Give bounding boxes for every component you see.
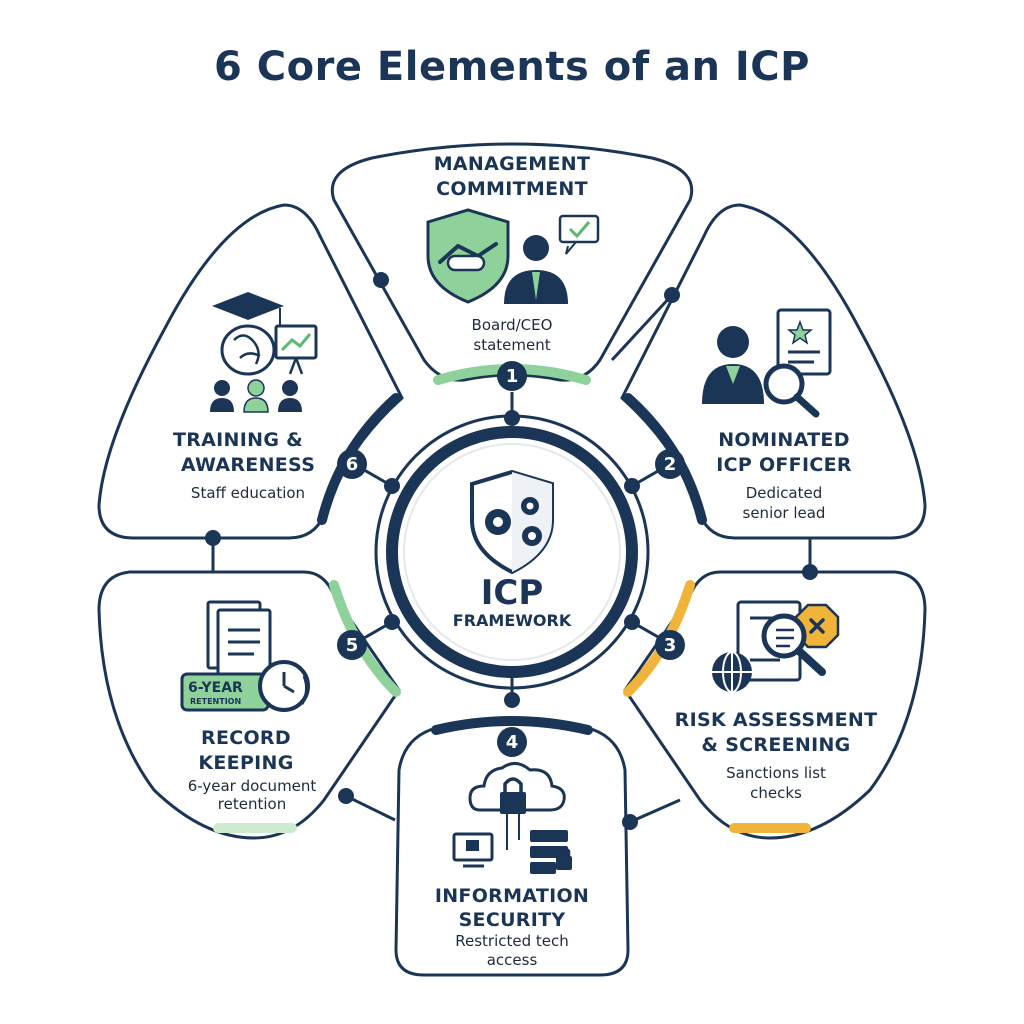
element-5-desc-line2: retention (218, 795, 286, 813)
element-1-title-line2: COMMITMENT (436, 178, 588, 200)
number-badge-6: 6 (337, 449, 367, 479)
retention-badge-main: 6-YEAR (188, 680, 243, 696)
retention-badge-sub: RETENTION (190, 697, 241, 706)
number-badge-2: 2 (655, 449, 685, 479)
element-3-title-line1: RISK ASSESSMENT (675, 709, 878, 731)
element-2-desc-line1: Dedicated (746, 484, 823, 502)
svg-text:3: 3 (664, 635, 677, 656)
element-2-desc-line2: senior lead (743, 504, 826, 522)
globe-list-magnifier-icon (712, 600, 840, 693)
element-5-title-line1: RECORD (201, 727, 291, 749)
svg-text:6: 6 (346, 454, 359, 475)
element-2-title-line2: ICP OFFICER (716, 454, 852, 476)
element-6-title-line2: AWARENESS (181, 454, 315, 476)
element-1-desc-line2: statement (473, 336, 550, 354)
element-2-title-line1: NOMINATED (718, 429, 850, 451)
element-3-desc-line2: checks (750, 784, 802, 802)
number-badge-4: 4 (497, 727, 527, 757)
element-4-desc-line2: access (487, 951, 538, 969)
connector-dots (205, 272, 818, 830)
element-1-title-line1: MANAGEMENT (434, 153, 591, 175)
number-badge-5: 5 (337, 630, 367, 660)
svg-text:2: 2 (664, 454, 677, 475)
element-3-desc-line1: Sanctions list (726, 764, 826, 782)
svg-text:5: 5 (346, 635, 359, 656)
cloud-lock-server-icon (452, 762, 572, 874)
number-badge-1: 1 (497, 361, 527, 391)
number-badge-3: 3 (655, 630, 685, 660)
handshake-shield-executive-icon (426, 208, 600, 304)
element-6-desc-line1: Staff education (191, 484, 305, 502)
svg-text:4: 4 (506, 732, 519, 753)
element-3-title-line2: & SCREENING (701, 734, 850, 756)
element-4-title-line1: INFORMATION (435, 885, 589, 907)
element-5-desc-line1: 6-year document (188, 777, 317, 795)
element-6-title-line1: TRAINING & (173, 429, 303, 451)
officer-document-magnifier-icon (702, 308, 832, 418)
documents-clock-icon (180, 600, 310, 712)
svg-text:1: 1 (506, 366, 519, 387)
page-title: 6 Core Elements of an ICP (214, 44, 810, 90)
element-1-desc-line1: Board/CEO (472, 316, 553, 334)
shield-gears-icon (470, 469, 554, 575)
element-4-title-line2: SECURITY (459, 909, 566, 931)
graduation-brain-people-icon (210, 292, 318, 413)
element-5-title-line2: KEEPING (198, 752, 293, 774)
element-4-desc-line1: Restricted tech (455, 932, 569, 950)
center-title: ICP (481, 573, 544, 613)
center-subtitle: FRAMEWORK (453, 611, 572, 630)
